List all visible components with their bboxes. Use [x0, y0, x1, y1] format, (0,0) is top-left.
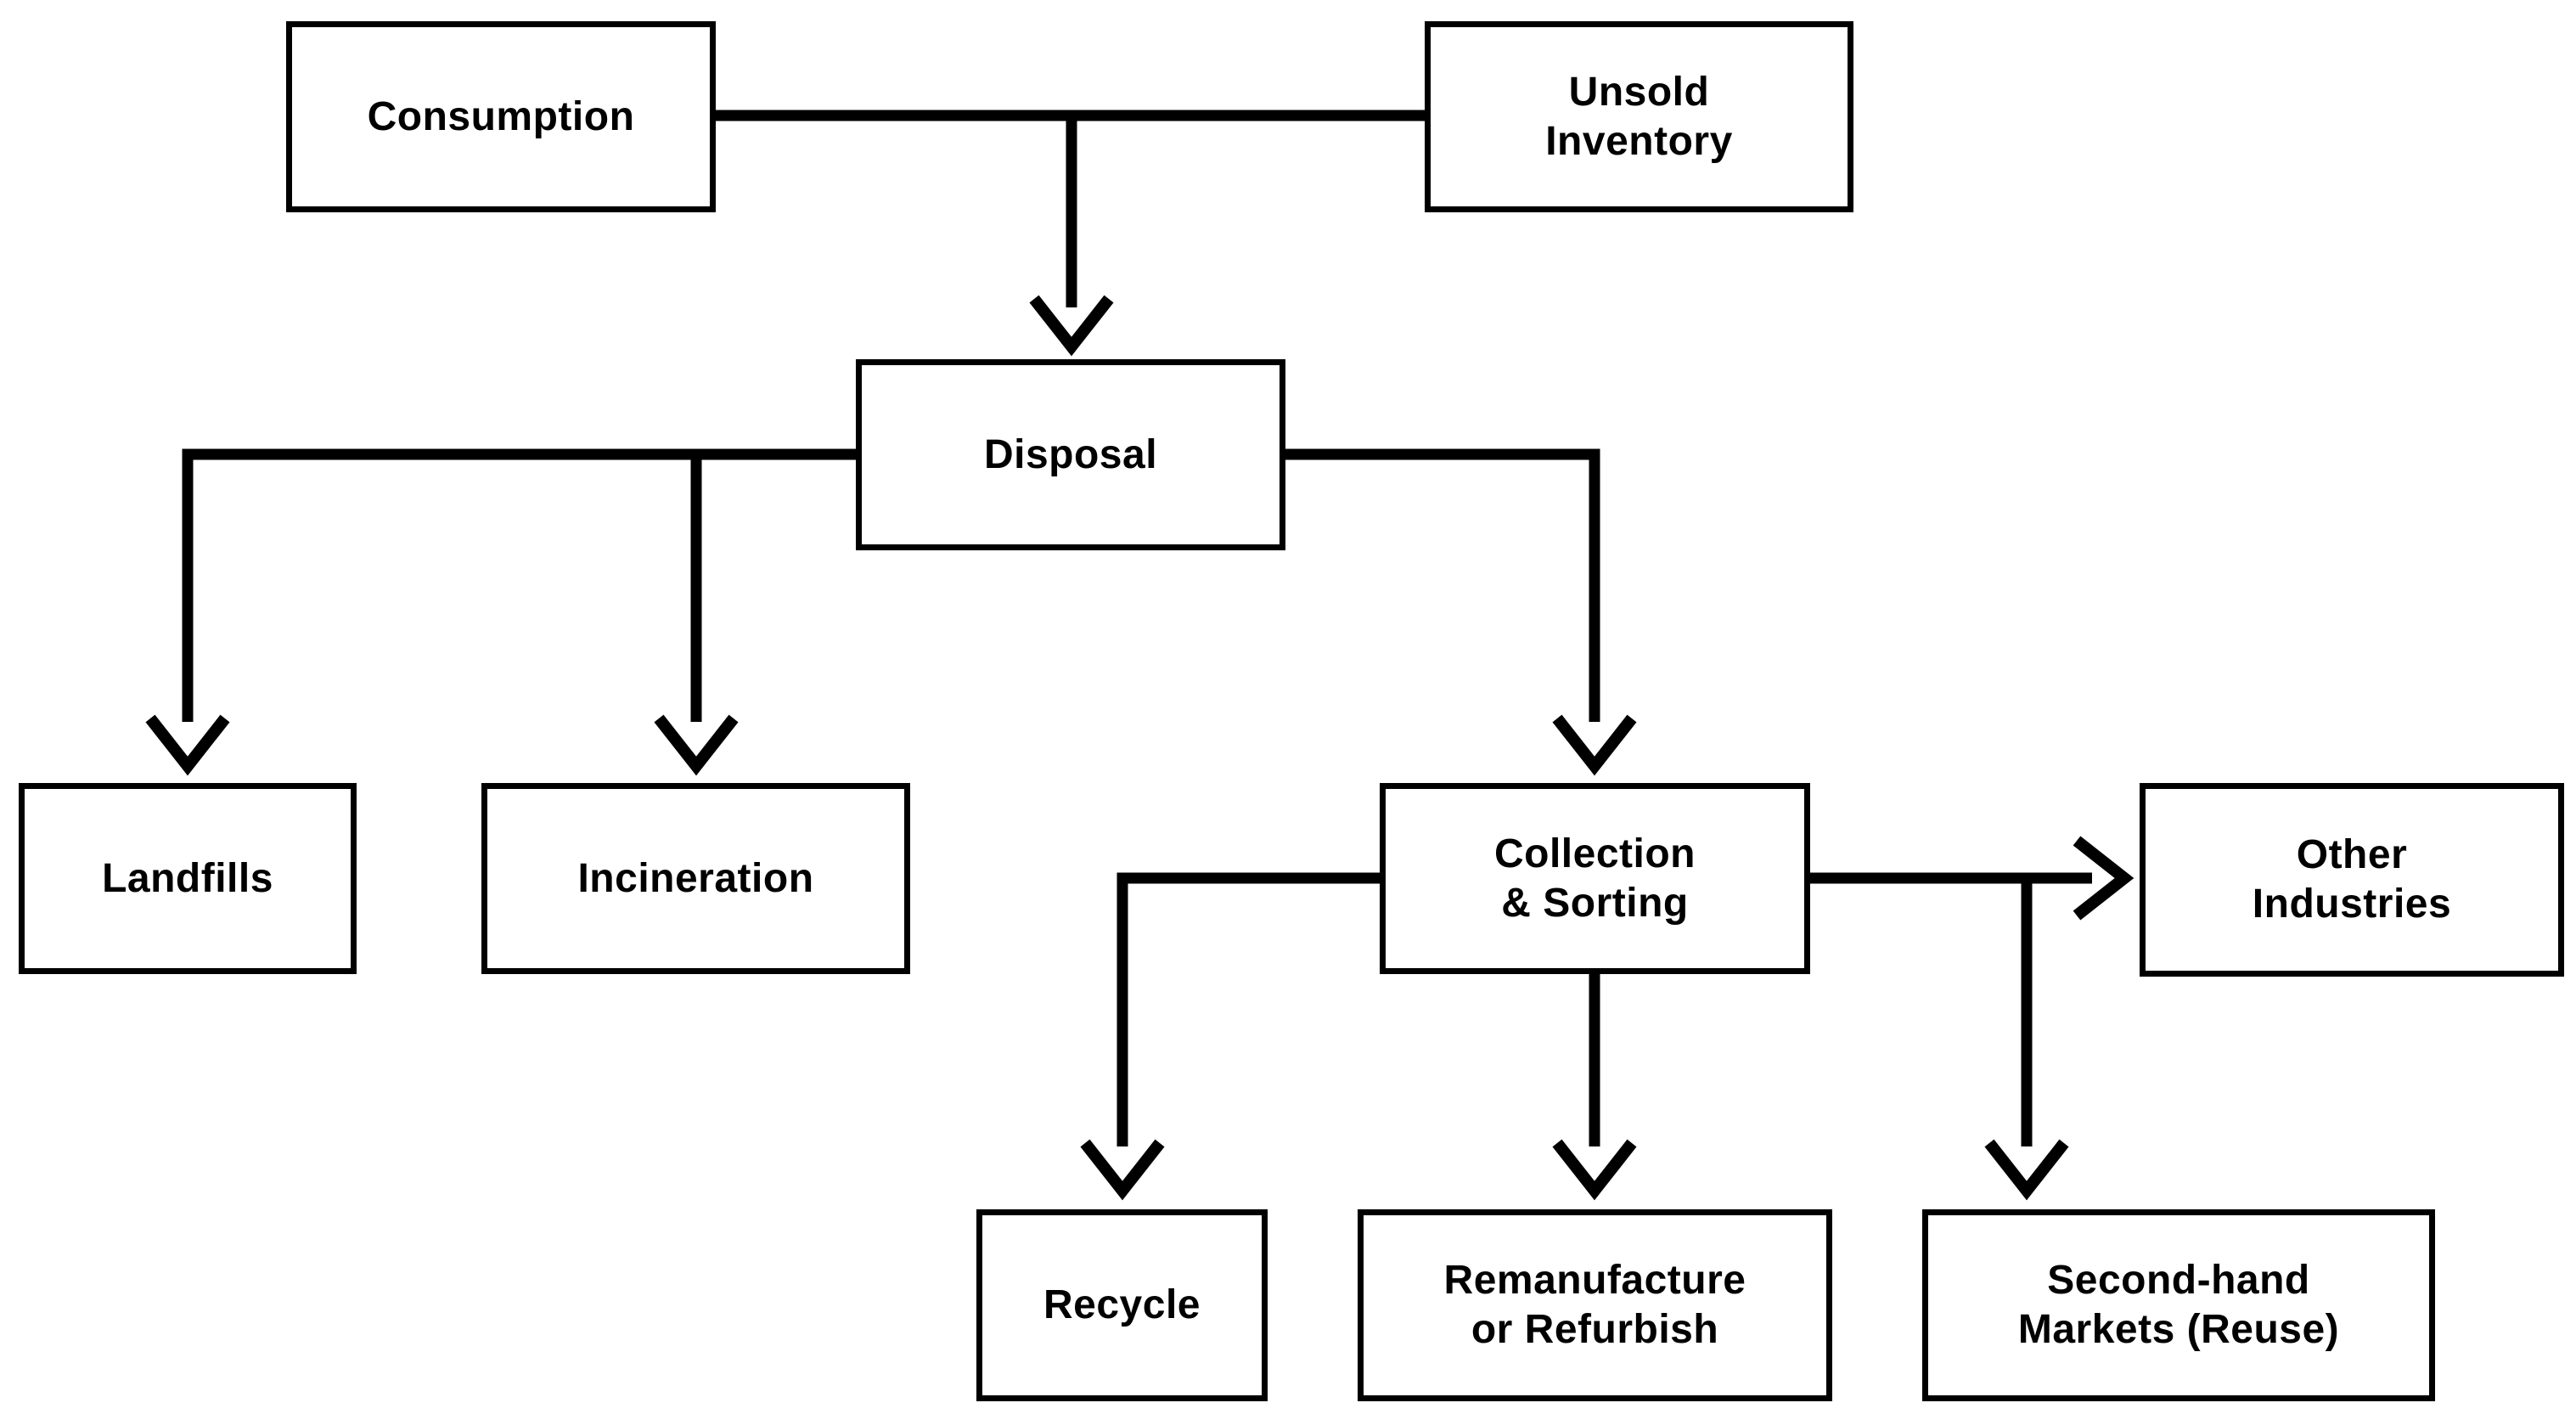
edge-disposal-to-landfills	[145, 448, 856, 776]
arrowhead-down	[1029, 295, 1114, 357]
node-disposal-label: Disposal	[983, 431, 1158, 477]
edge-collection-to-remanufacture	[1552, 974, 1637, 1201]
node-landfills: Landfills	[19, 783, 357, 974]
node-incineration-label: Incineration	[577, 855, 814, 901]
node-incineration: Incineration	[481, 783, 910, 974]
arrowhead-down	[145, 714, 230, 776]
node-disposal: Disposal	[856, 359, 1285, 550]
edge-segment	[182, 448, 856, 722]
node-remanufacture-refurbish-label: Remanufacture or Refurbish	[1443, 1258, 1746, 1352]
node-second-hand-markets: Second-hand Markets (Reuse)	[1922, 1209, 2435, 1401]
node-unsold-inventory: Unsold Inventory	[1425, 21, 1853, 212]
node-remanufacture-refurbish: Remanufacture or Refurbish	[1358, 1209, 1832, 1401]
arrowhead-down	[1552, 714, 1637, 776]
arrowhead-down	[1984, 1139, 2069, 1201]
arrowhead-down	[1552, 1139, 1637, 1201]
node-collection-sorting-label: Collection & Sorting	[1493, 831, 1696, 926]
edge-collection-to-recycle	[1080, 872, 1380, 1201]
node-collection-sorting: Collection & Sorting	[1380, 783, 1810, 974]
node-other-industries: Other Industries	[2140, 783, 2564, 977]
node-landfills-label: Landfills	[102, 855, 273, 901]
node-consumption-label: Consumption	[367, 93, 635, 139]
edge-disposal-to-collection	[1285, 448, 1637, 776]
arrowhead-down	[654, 714, 739, 776]
edge-collection-to-other-industries	[1810, 836, 2134, 921]
arrowhead-down	[1080, 1139, 1165, 1201]
edge-disposal-to-incineration	[654, 454, 739, 776]
node-consumption: Consumption	[286, 21, 716, 212]
edge-segment	[1116, 872, 1380, 1146]
edge-segment	[1285, 448, 1600, 722]
node-other-industries-label: Other Industries	[2252, 832, 2452, 927]
node-second-hand-markets-label: Second-hand Markets (Reuse)	[2017, 1258, 2340, 1352]
edge-collection-to-second-hand	[1984, 878, 2069, 1201]
arrowhead-right	[2073, 836, 2134, 921]
node-unsold-inventory-label: Unsold Inventory	[1545, 69, 1733, 164]
node-recycle: Recycle	[976, 1209, 1268, 1401]
edge-consumption-unsold-to-disposal	[716, 110, 1425, 357]
node-recycle-label: Recycle	[1043, 1282, 1201, 1328]
